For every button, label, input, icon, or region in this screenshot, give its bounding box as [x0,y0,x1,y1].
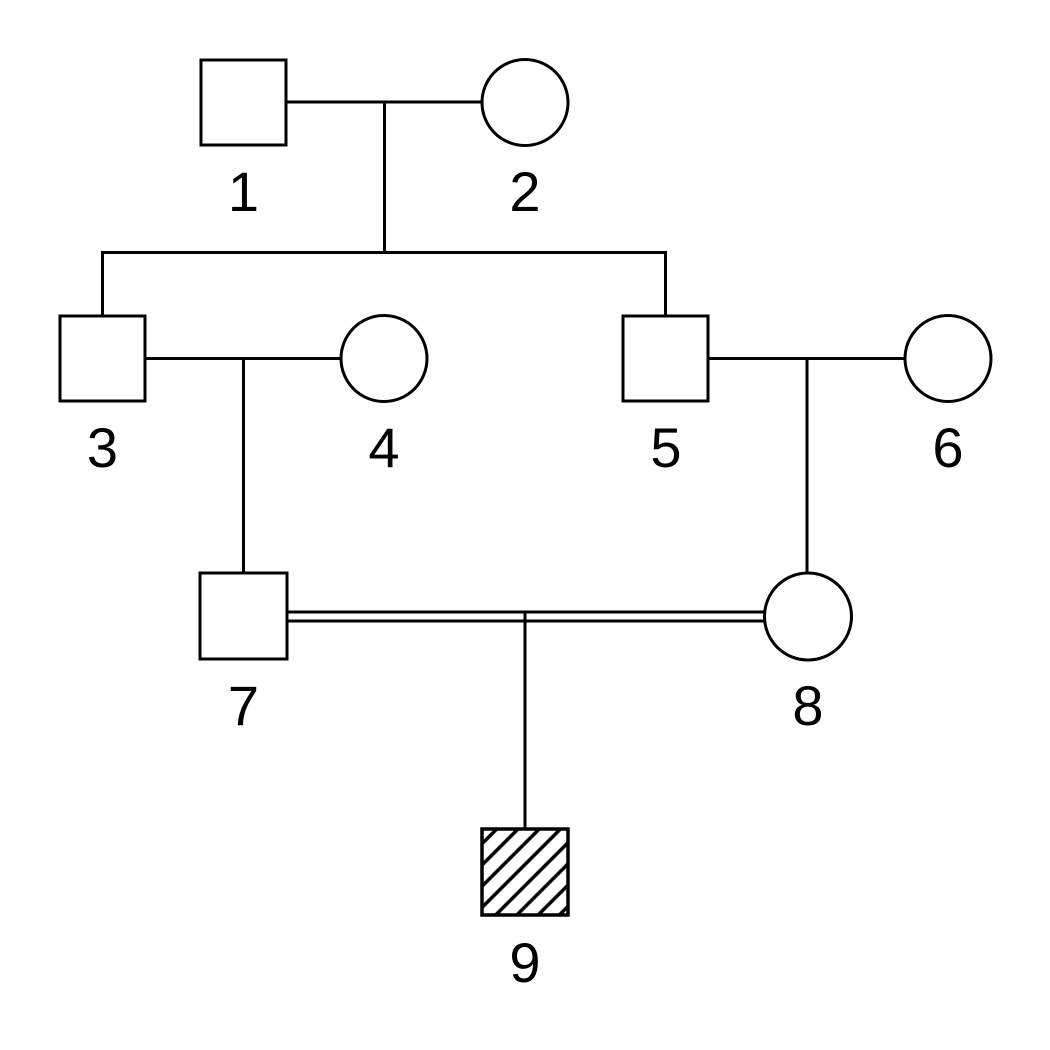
individual-9-label: 9 [509,931,540,994]
female-symbol-6 [903,314,993,403]
individual-7: 7 [198,571,289,737]
individual-6-label: 6 [932,416,963,479]
female-symbol-4 [339,314,429,403]
female-symbol-8 [763,571,853,662]
individual-3-label: 3 [87,416,118,479]
individual-6: 6 [903,314,993,479]
male-symbol-7 [198,571,289,661]
male-symbol-1 [199,58,288,147]
male-symbol-3 [58,314,147,403]
individual-2-label: 2 [509,160,540,223]
individual-1-label: 1 [228,160,259,223]
individual-4: 4 [339,314,429,479]
male-symbol-5 [621,314,710,403]
individual-9: 9 [480,827,570,994]
individual-8: 8 [763,571,853,737]
affected-male-symbol-9 [480,827,570,917]
individual-8-label: 8 [792,674,823,737]
individual-4-label: 4 [368,416,399,479]
female-symbol-2 [480,58,570,147]
individual-7-label: 7 [228,674,259,737]
individual-5: 5 [621,314,710,479]
individual-5-label: 5 [650,416,681,479]
individual-2: 2 [480,58,570,223]
individual-3: 3 [58,314,147,479]
individual-1: 1 [199,58,288,223]
